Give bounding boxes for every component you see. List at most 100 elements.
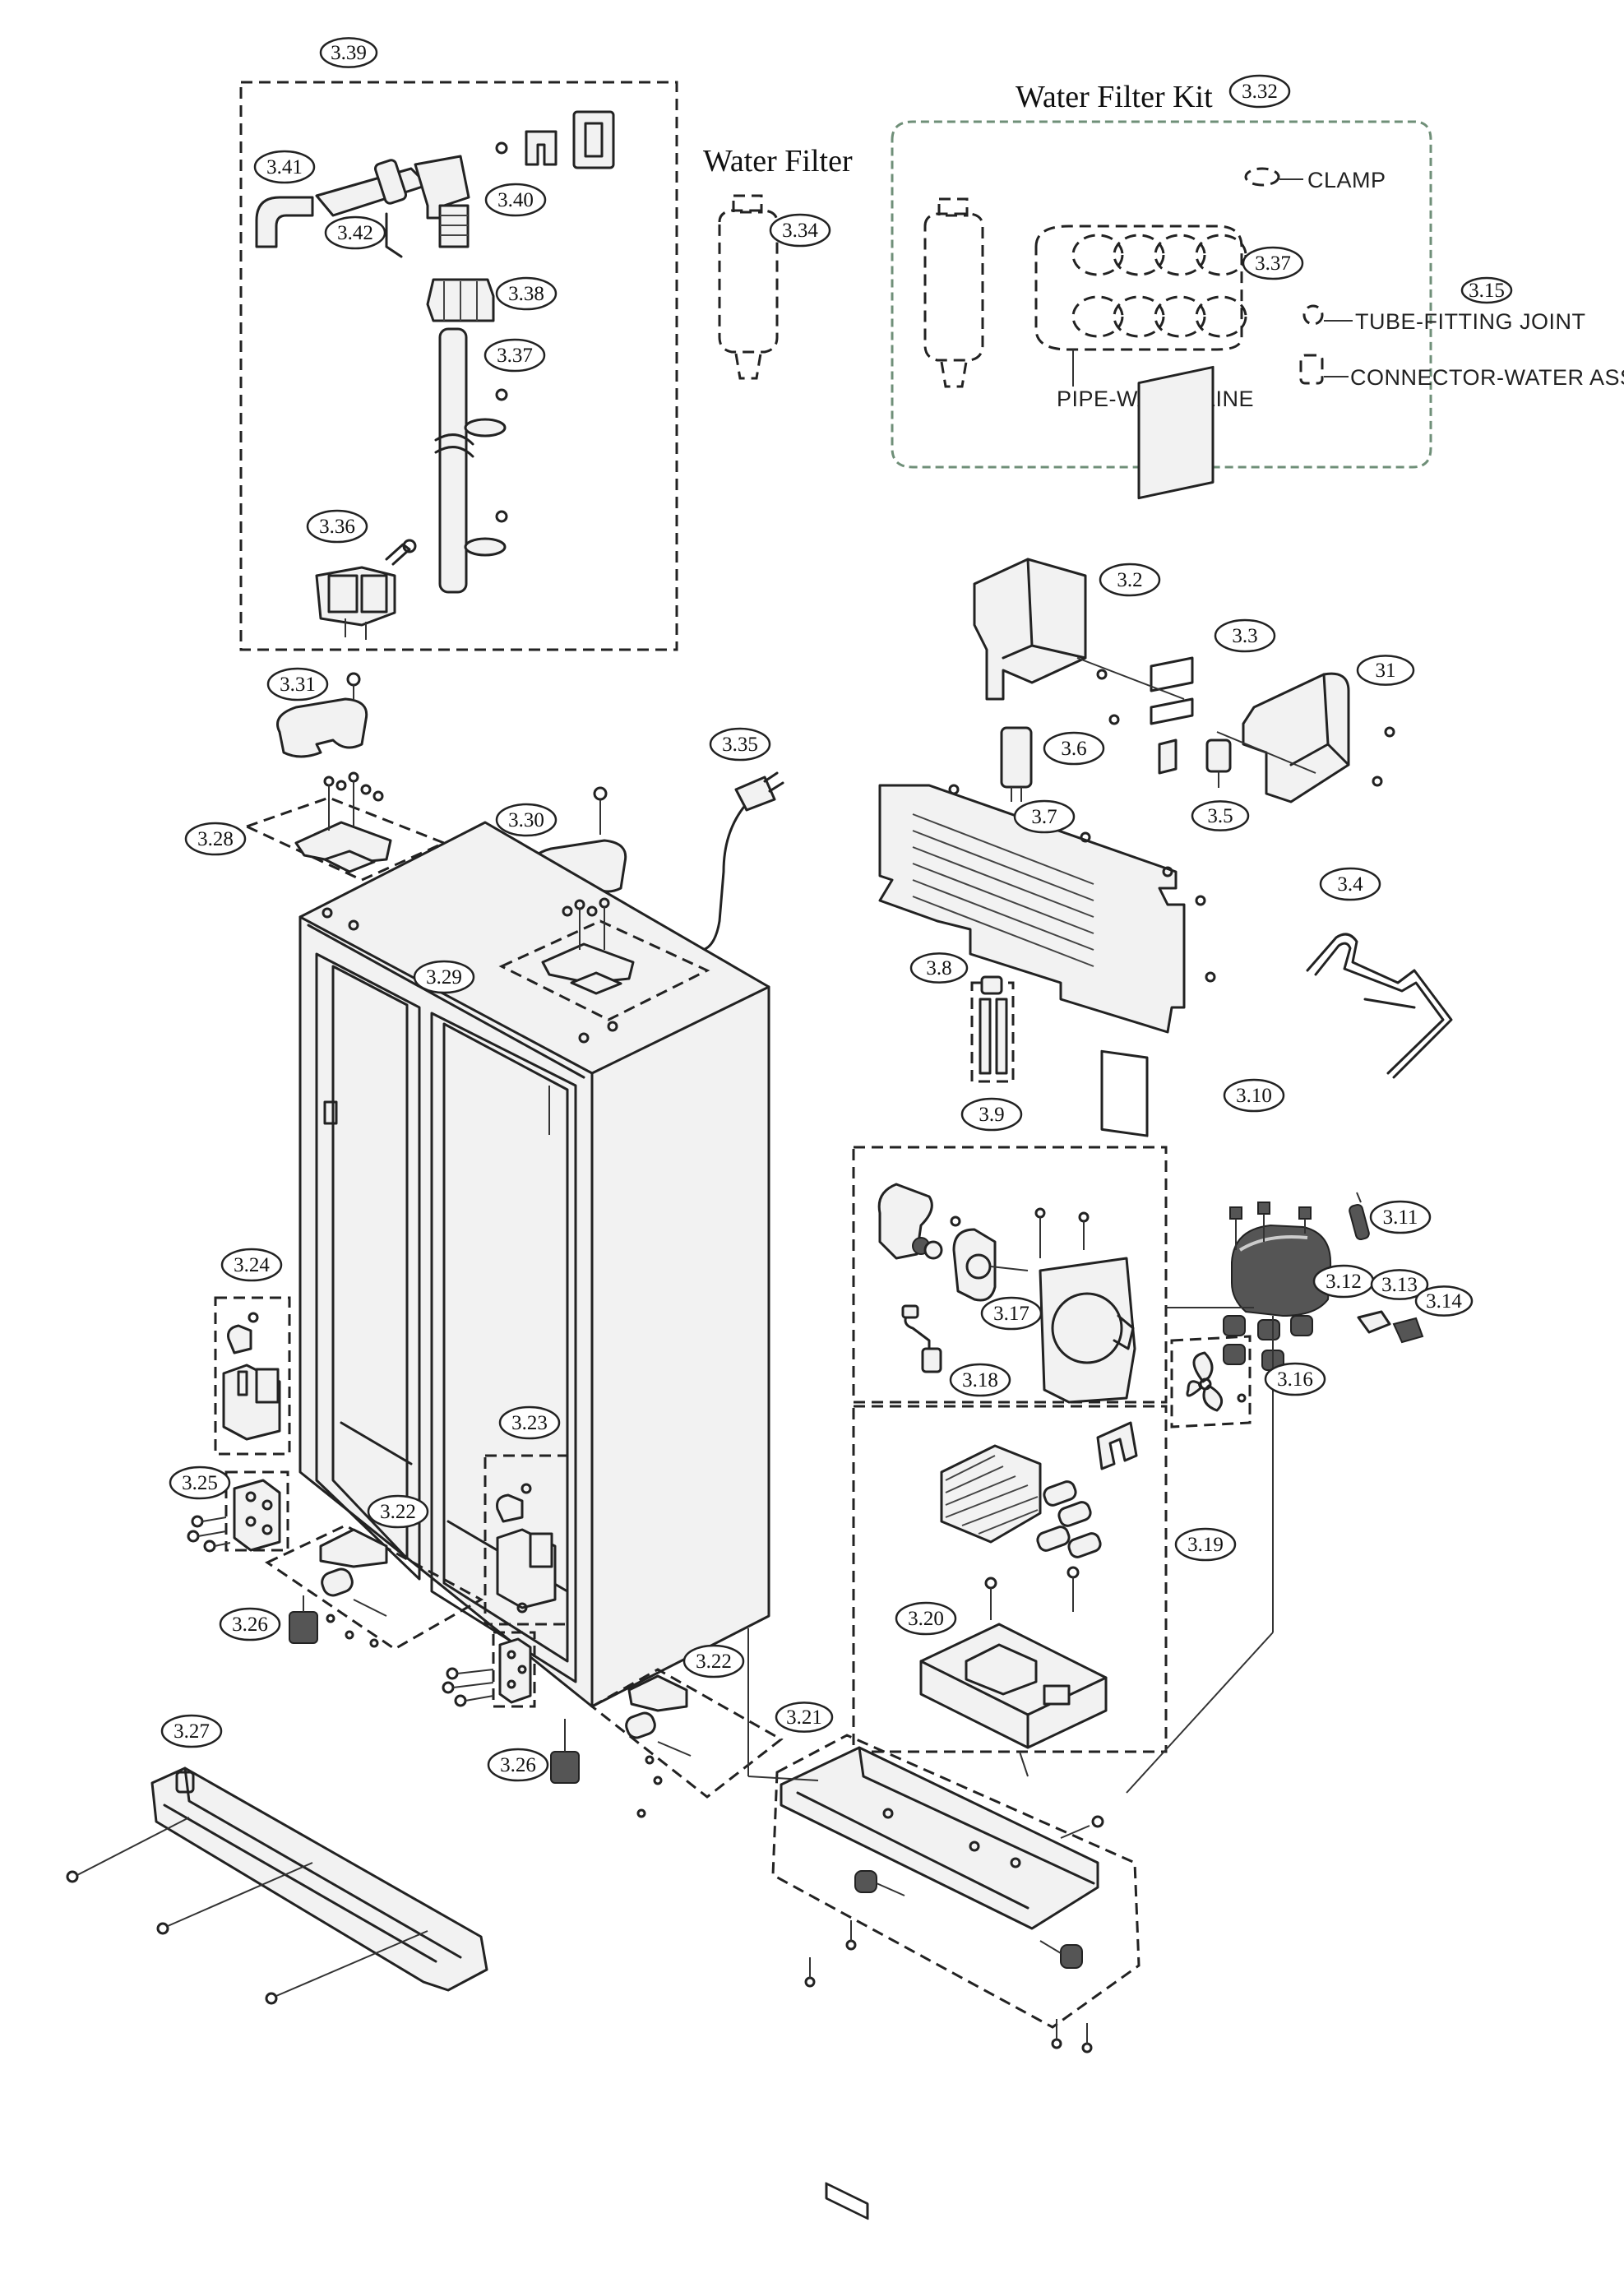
filter-cap (732, 194, 763, 214)
callout-bubble (495, 276, 558, 311)
callout-c32: 3.2 (1099, 563, 1161, 597)
callout-bubble (960, 1097, 1023, 1132)
fan-motor-3-17 (952, 1228, 997, 1302)
top-hinge-group-3-29 (498, 919, 710, 1021)
callout-c324: 3.24 (220, 1248, 283, 1282)
callout-c315: 3.15 (1460, 276, 1513, 304)
callout-bubble (495, 803, 558, 837)
callout-c327: 3.27 (160, 1714, 223, 1748)
callout-c340: 3.40 (484, 183, 547, 217)
callout-bubble (1174, 1527, 1237, 1562)
hinge-screws-3-25 (187, 1515, 231, 1553)
top-hinge-group-3-28 (243, 796, 447, 882)
hinge-group-3-24 (214, 1296, 291, 1456)
callout-label: 3.34 (782, 220, 818, 242)
callout-bubble (220, 1248, 283, 1282)
filter-kit-box (891, 120, 1432, 469)
hinge-base-group-3-22-right (590, 1668, 784, 1799)
callout-c39: 3.9 (960, 1097, 1023, 1132)
kit-pipe-water-line-coil (1034, 225, 1247, 351)
callout-label: 3.27 (174, 1720, 210, 1743)
callout-bubble (909, 952, 969, 984)
hinge-group-3-23 (483, 1454, 569, 1626)
power-cord-3-35 (701, 792, 758, 952)
strap-3-42 (385, 212, 403, 258)
elbow-pipe-3-41 (255, 196, 314, 248)
callout-bubble (1214, 618, 1276, 653)
callout-label: 3.13 (1381, 1274, 1418, 1296)
callout-bubble (367, 1494, 429, 1529)
callout-c338: 3.38 (495, 276, 558, 311)
fitting-body-3-40 (315, 167, 429, 217)
callout-c33: 3.3 (1214, 618, 1276, 653)
callout-label: 3.16 (1277, 1368, 1313, 1391)
water-line-3-37 (438, 327, 468, 594)
callout-c311: 3.11 (1369, 1200, 1432, 1234)
base-grille-3-27 (150, 1766, 488, 1992)
callout-c320: 3.20 (895, 1601, 957, 1636)
callout-bubble (682, 1644, 745, 1678)
callout-bubble (1370, 1269, 1429, 1300)
callout-label: 3.8 (926, 957, 951, 979)
condenser-coil-3-19 (940, 1444, 1042, 1544)
clip-square-inner (584, 122, 604, 158)
callout-label: 3.39 (331, 42, 367, 64)
callout-bubble (483, 338, 546, 373)
callout-label: 3.37 (1255, 252, 1291, 275)
callout-label: 3.22 (380, 1501, 416, 1523)
callout-c342: 3.42 (324, 215, 386, 250)
callout-bubble (1242, 246, 1304, 280)
callout-bubble (319, 37, 378, 68)
freezer-opening (315, 952, 421, 1581)
callout-c322a: 3.22 (367, 1494, 429, 1529)
callout-c37: 3.7 (1013, 799, 1076, 834)
fitting-collar (373, 159, 408, 205)
machine-base-group-3-21 (771, 1734, 1141, 2029)
callout-bubble (1460, 276, 1513, 304)
callout-label: 3.28 (197, 828, 234, 850)
callout-label: 3.2 (1117, 569, 1142, 591)
callout-bubble (1191, 800, 1250, 831)
callout-bubble (1099, 563, 1161, 597)
valve-coil-2 (360, 574, 388, 614)
callout-bubble (169, 1465, 231, 1500)
fresh-food-opening (430, 1012, 577, 1683)
callout-bubble (306, 509, 368, 544)
callout-label: 3.35 (722, 734, 758, 756)
callout-c341: 3.41 (253, 150, 316, 184)
clip-u-shape (1096, 1421, 1138, 1470)
callout-bubble (1319, 867, 1381, 901)
callout-c337a: 3.37 (483, 338, 546, 373)
callout-bubble (895, 1601, 957, 1636)
callout-bubble (1356, 655, 1415, 686)
kit-filter-cartridge (923, 212, 984, 362)
callout-c339: 3.39 (319, 37, 378, 68)
water-filter-3-34 (718, 209, 779, 354)
callout-label: 3.29 (426, 966, 462, 989)
callout-bubble (1043, 731, 1105, 766)
callout-c322b: 3.22 (682, 1644, 745, 1678)
top-hinge-plate-3-28 (294, 821, 392, 865)
machine-base-plate-3-21 (780, 1746, 1099, 1930)
callout-bubble (160, 1714, 223, 1748)
machine-base-screws (804, 1815, 1104, 2054)
kit-connector-icon (1299, 354, 1324, 385)
callout-c326a: 3.26 (219, 1607, 281, 1641)
roller-3-22-right (625, 1711, 656, 1739)
base-roller-left (854, 1870, 877, 1893)
rear-cover-31 (1242, 672, 1350, 803)
hinge-cover-3-31 (276, 697, 368, 758)
callout-c325: 3.25 (169, 1465, 231, 1500)
callout-label: 3.11 (1383, 1206, 1418, 1229)
hinge-plate-group-3-25 (224, 1470, 289, 1552)
callout-bubble (498, 1405, 561, 1440)
callout-label: 3.40 (497, 189, 534, 211)
callout-c313: 3.13 (1370, 1269, 1429, 1300)
callout-c328: 3.28 (184, 822, 247, 856)
callout-label: 3.30 (508, 809, 544, 831)
callout-bubble (1414, 1285, 1474, 1317)
valve-coil (327, 574, 359, 614)
callout-c314: 3.14 (1414, 1285, 1474, 1317)
callout-label: 3.38 (508, 283, 544, 305)
callout-bubble (413, 960, 475, 994)
